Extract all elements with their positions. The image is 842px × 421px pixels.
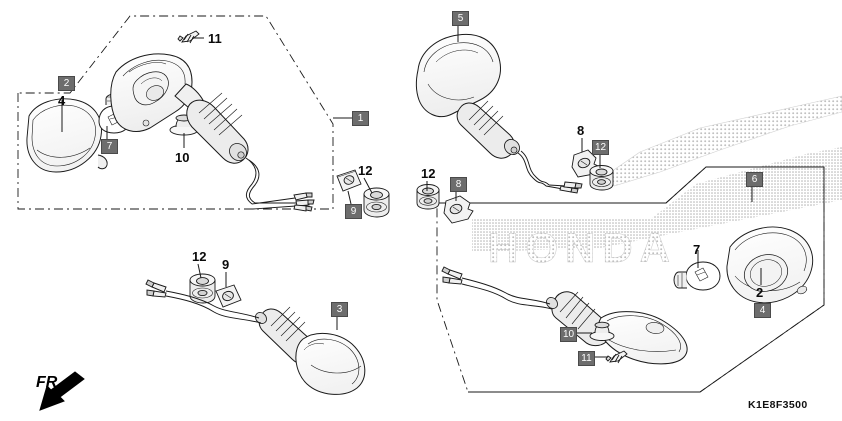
- callout-leaders: [61, 25, 762, 358]
- watermark-honda-text: HONDA HONDA: [488, 224, 677, 271]
- part-11-screw-b: [605, 350, 628, 364]
- callout-12-c14: 12: [592, 140, 610, 155]
- part-9-plate-a: [336, 169, 362, 192]
- part-2-lens-left: [26, 98, 108, 173]
- part-12-bush-a: [363, 187, 390, 218]
- part-2-lens-right: [726, 226, 814, 304]
- callout-5-c12: 5: [452, 11, 469, 26]
- part-8-plate-b: [443, 195, 474, 224]
- part-1-wire-left: [245, 157, 315, 212]
- part-number-label: K1E8F3500: [748, 399, 808, 411]
- callout-12-c15: 12: [421, 166, 436, 181]
- part-3-wire-center: [145, 279, 262, 324]
- callout-8-c13: 8: [577, 123, 585, 138]
- callout-7-c18: 7: [693, 242, 701, 257]
- part-10-grommet-b: [589, 321, 615, 341]
- part-12-bush-d: [416, 184, 440, 210]
- group-boundary-1: [17, 15, 334, 210]
- part-3-winker-center: [255, 306, 366, 395]
- part-5-winker-upper-right: [415, 33, 520, 159]
- callout-10-c6: 10: [175, 150, 190, 165]
- part-6-wire-lower-right: [441, 266, 553, 310]
- part-9-plate-b: [215, 284, 242, 308]
- part-7-bulb-b: [673, 261, 721, 291]
- callout-9-c10: 9: [222, 257, 230, 272]
- leader-line-9: [347, 190, 352, 205]
- part-1-winker-left: [110, 53, 249, 164]
- callout-9-c8: 9: [345, 204, 362, 219]
- callout-2-c3: 2: [58, 76, 75, 91]
- svg-text:HONDA: HONDA: [488, 224, 677, 271]
- part-5-wire-upper-right: [517, 150, 583, 194]
- callout-4-c4: 4: [58, 93, 66, 108]
- group-6-top-solid: [437, 166, 824, 204]
- callout-7-c5: 7: [101, 139, 118, 154]
- callout-12-c7: 12: [358, 163, 373, 178]
- part-12-bush-c: [589, 165, 614, 191]
- callout-4-c20: 4: [754, 303, 771, 318]
- callout-6-c17: 6: [746, 172, 763, 187]
- callout-1-c2: 1: [352, 111, 369, 126]
- callout-2-c19: 2: [756, 285, 764, 300]
- leader-line-12: [363, 177, 373, 194]
- leader-line-12: [197, 263, 202, 279]
- fr-label: FR.: [36, 374, 62, 391]
- callout-10-c21: 10: [560, 327, 578, 342]
- fr-arrow-icon: [39, 371, 85, 411]
- part-11-screw-left: [177, 30, 200, 44]
- callout-11-c1: 11: [208, 31, 222, 46]
- callout-11-c22: 11: [578, 351, 595, 366]
- group-6-right-solid: [468, 167, 825, 393]
- callout-12-c9: 12: [192, 249, 207, 264]
- callout-3-c11: 3: [331, 302, 348, 317]
- callout-8-c16: 8: [450, 177, 467, 192]
- part-12-bush-b: [189, 273, 216, 304]
